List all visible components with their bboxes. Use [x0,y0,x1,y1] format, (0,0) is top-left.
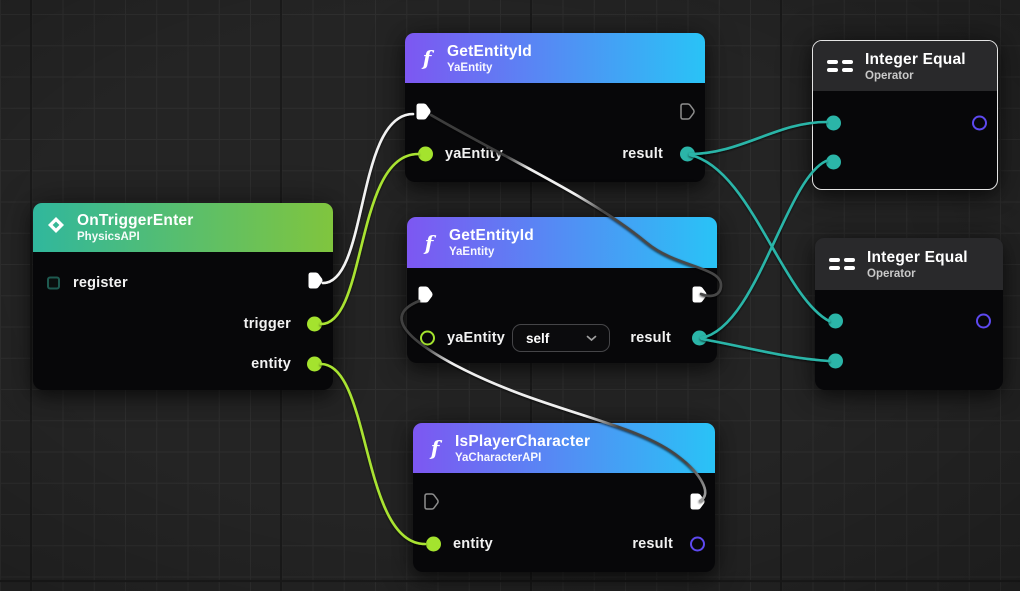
port-input-2[interactable] [828,353,843,369]
dropdown-value: self [526,330,550,346]
port-input-1[interactable] [828,313,843,329]
function-icon: f [422,46,432,70]
port-label-register: register [73,275,128,291]
port-label-result: result [632,536,673,552]
node-header[interactable]: OnTriggerEnter PhysicsAPI [33,203,333,252]
port-result-out[interactable] [690,536,705,552]
node-subtitle: PhysicsAPI [77,231,140,243]
node-integerequal-1[interactable]: Integer Equal Operator [812,40,998,190]
wire-result1-to-inteq1-input1[interactable] [688,120,828,156]
node-title: GetEntityId [449,227,534,244]
node-title: Integer Equal [865,50,966,68]
port-label-yaentity: yaEntity [447,330,506,346]
port-label-entity: entity [453,536,493,552]
register-checkbox[interactable] [47,276,60,290]
row-register: register [33,268,333,298]
node-subtitle: YaCharacterAPI [455,451,542,464]
row-io-1 [813,108,997,138]
node-subtitle: Operator [865,69,914,82]
port-result-out[interactable] [680,146,695,162]
node-title: Integer Equal [867,248,968,266]
row-io-2 [813,147,997,177]
port-input-2[interactable] [826,154,841,170]
row-io-1 [815,306,1003,336]
row-exec [413,489,715,519]
node-title: IsPlayerCharacter [455,432,591,450]
port-trigger-out[interactable] [307,316,322,332]
port-result-out[interactable] [692,330,707,346]
port-exec-out[interactable] [689,492,706,516]
node-subtitle: YaEntity [449,246,495,258]
node-title: OnTriggerEnter [77,212,194,229]
port-yaentity-in[interactable] [418,146,433,162]
node-subtitle: Operator [867,267,916,280]
node-ontriggerenter[interactable]: OnTriggerEnter PhysicsAPI register trigg… [33,203,333,390]
port-label-result: result [630,330,671,346]
node-header[interactable]: f IsPlayerCharacter YaCharacterAPI [413,423,715,473]
node-subtitle: YaEntity [447,61,493,74]
function-icon: f [424,230,434,255]
equals-icon [829,257,855,271]
node-header[interactable]: f GetEntityId YaEntity [405,33,705,83]
row-io-2 [815,346,1003,376]
event-diamond-icon [47,216,65,239]
node-header[interactable]: f GetEntityId YaEntity [407,217,717,268]
row-data: entity result [413,529,715,559]
port-exec-in[interactable] [417,285,434,309]
port-label-result: result [622,146,663,162]
port-label-yaentity: yaEntity [445,146,504,162]
port-label-entity: entity [251,356,291,372]
node-integerequal-2[interactable]: Integer Equal Operator [815,238,1003,390]
port-yaentity-in[interactable] [420,330,435,346]
port-exec-out[interactable] [679,102,696,126]
node-getentityid-2[interactable]: f GetEntityId YaEntity yaEntity result s… [407,217,717,363]
chevron-down-icon [586,329,597,347]
row-exec [405,99,705,129]
node-header[interactable]: Integer Equal Operator [813,41,997,91]
row-data: yaEntity result [405,139,705,169]
row-exec [407,282,717,312]
yaentity-value-dropdown[interactable]: self [512,324,610,352]
port-entity-in[interactable] [426,536,441,552]
node-isplayercharacter[interactable]: f IsPlayerCharacter YaCharacterAPI entit… [413,423,715,572]
row-trigger: trigger [33,309,333,339]
port-result-out[interactable] [976,313,991,329]
port-input-1[interactable] [826,115,841,131]
port-exec-in[interactable] [423,492,440,516]
node-header[interactable]: Integer Equal Operator [815,238,1003,290]
port-exec-in[interactable] [415,102,432,126]
wire-result2-to-inteq2-input2[interactable] [700,337,831,363]
function-icon: f [430,436,440,460]
port-label-trigger: trigger [243,316,291,332]
wire-exec-ontrigger-to-getentityid1[interactable] [321,112,415,285]
node-title: GetEntityId [447,42,532,60]
port-entity-out[interactable] [307,356,322,372]
port-result-out[interactable] [972,115,987,131]
wire-result2-to-inteq1-input2[interactable] [699,159,828,340]
wire-trigger-to-yaentity[interactable] [319,152,420,326]
row-entity: entity [33,349,333,379]
equals-icon [827,59,853,73]
port-exec-out[interactable] [307,271,324,295]
port-exec-out[interactable] [691,285,708,309]
wire-entity-to-entity[interactable] [319,362,427,546]
node-getentityid-1[interactable]: f GetEntityId YaEntity yaEntity result [405,33,705,182]
